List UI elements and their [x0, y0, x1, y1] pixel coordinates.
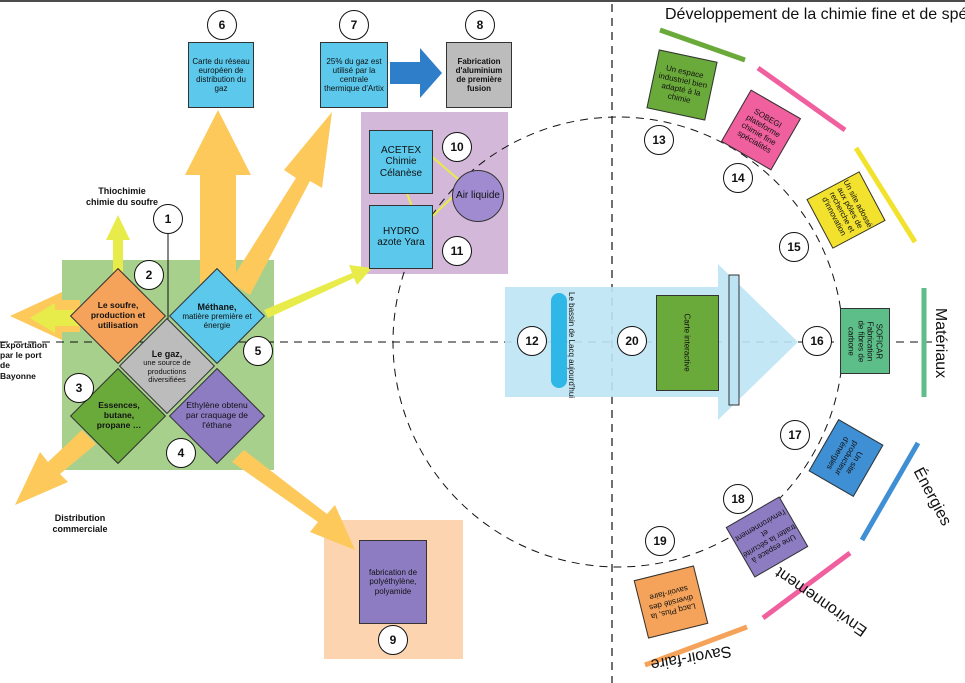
category-savoir-faire: Savoir-faire — [649, 642, 733, 673]
bar-chimie-2 — [756, 65, 847, 133]
number-15[interactable]: 15 — [779, 232, 809, 262]
diamond-methane-label: Méthane, matière première et énergie — [178, 290, 256, 342]
number-7[interactable]: 7 — [339, 10, 369, 40]
bar-energies — [859, 441, 921, 542]
box-air-liquide[interactable]: Air liquide — [452, 170, 504, 222]
label-exportation: Exportation par le port de Bayonne — [0, 340, 48, 381]
arrow-up-to-6 — [185, 110, 251, 290]
number-14[interactable]: 14 — [723, 163, 753, 193]
box-carte-reseau[interactable]: Carte du réseau européen de distribution… — [188, 42, 254, 108]
box-artix[interactable]: 25% du gaz est utilisé par la centrale t… — [320, 42, 388, 108]
arrow-left-soufre — [30, 303, 80, 333]
category-materiaux: Matériaux — [905, 308, 965, 378]
box-aluminium[interactable]: Fabrication d'aluminium de première fusi… — [446, 42, 512, 108]
arrow-to-thiochimie — [106, 215, 130, 275]
number-12[interactable]: 12 — [517, 326, 547, 356]
number-18[interactable]: 18 — [723, 484, 753, 514]
number-11[interactable]: 11 — [442, 236, 472, 266]
arrow-to-acetex — [264, 265, 372, 318]
gaz-title: Le gaz, — [151, 348, 183, 359]
diamond-soufre-label: Le soufre, production et utilisation — [90, 300, 146, 330]
materiaux-text: Matériaux — [932, 307, 950, 379]
number-17[interactable]: 17 — [780, 420, 810, 450]
soficar-label: SOFICAR Fabrication de fibres de carbone — [846, 320, 884, 362]
carte-interactive-label: Carte interactive — [683, 313, 693, 373]
box-carte-interactive[interactable]: Carte interactive — [656, 295, 719, 391]
box-hydro[interactable]: HYDRO azote Yara — [369, 205, 433, 269]
number-20[interactable]: 20 — [617, 326, 647, 356]
number-1[interactable]: 1 — [153, 204, 183, 234]
band-outline — [728, 274, 740, 406]
number-9[interactable]: 9 — [378, 625, 408, 655]
methane-sub: matière première et énergie — [182, 311, 252, 331]
number-3[interactable]: 3 — [64, 373, 94, 403]
bar-chimie-1 — [659, 27, 746, 63]
arrow-artix-aluminium — [390, 48, 442, 98]
chimie-fine-text: Développement de la chimie fine et de sp… — [665, 6, 965, 23]
number-2[interactable]: 2 — [134, 260, 164, 290]
number-10[interactable]: 10 — [442, 132, 472, 162]
box-acetex[interactable]: ACETEX Chimie Célanèse — [369, 130, 433, 194]
box-espace-industriel[interactable]: Un espace industriel bien adapté à la ch… — [646, 49, 718, 121]
box-soficar[interactable]: SOFICAR Fabrication de fibres de carbone — [840, 308, 890, 374]
label-bassin: Le bassin de Lacq aujourd'hui — [567, 292, 576, 399]
number-8[interactable]: 8 — [465, 10, 495, 40]
label-distribution: Distribution commerciale — [52, 513, 108, 534]
number-5[interactable]: 5 — [243, 336, 273, 366]
category-energies: Énergies — [900, 465, 963, 529]
arrow-to-polyethylene — [232, 450, 355, 550]
arrow-diag-to-7 — [230, 112, 332, 295]
category-chimie-fine: Développement de la chimie fine et de sp… — [665, 6, 965, 26]
number-16[interactable]: 16 — [802, 326, 832, 356]
blue-pill — [551, 293, 567, 388]
arrow-to-distribution — [15, 430, 96, 505]
bar-chimie-3 — [853, 146, 918, 244]
diamond-gaz-label: Le gaz, une source de productions divers… — [128, 342, 206, 392]
number-19[interactable]: 19 — [645, 526, 675, 556]
category-environnement: Environnement — [768, 564, 876, 640]
blue-band-arrow — [505, 264, 798, 420]
diamond-essences-label: Essences, butane, propane … — [96, 400, 142, 430]
gaz-sub: une source de productions diversifiées — [143, 358, 191, 385]
box-polyethylene[interactable]: fabrication de polyéthylène, polyamide — [359, 540, 427, 624]
label-thiochimie: Thiochimie chimie du soufre — [85, 186, 158, 207]
number-4[interactable]: 4 — [166, 438, 196, 468]
methane-title: Méthane, — [197, 301, 237, 312]
diamond-ethylene-label: Ethylène obtenu par craquage de l'éthane — [186, 400, 248, 430]
bar-savoir — [644, 624, 748, 668]
bar-environnement — [761, 550, 852, 621]
number-13[interactable]: 13 — [644, 125, 674, 155]
number-6[interactable]: 6 — [207, 10, 237, 40]
